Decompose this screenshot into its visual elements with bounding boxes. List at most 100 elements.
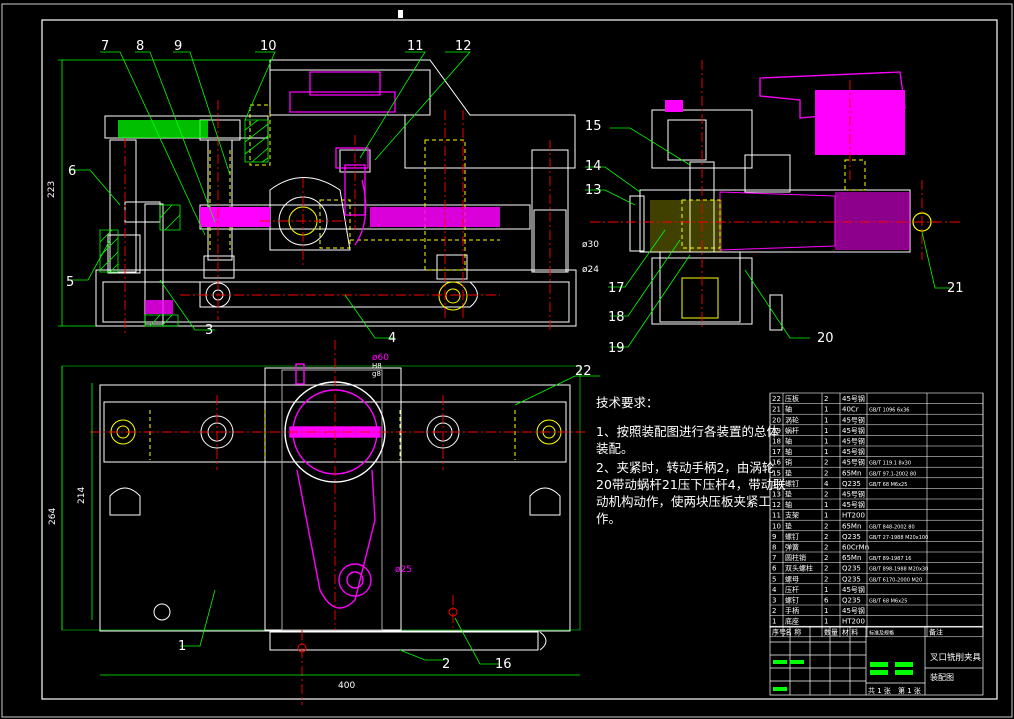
- balloon-14: 14: [585, 159, 602, 174]
- bom-cell: 压板: [785, 394, 799, 403]
- side-view-hidden: [681, 159, 866, 249]
- bom-cell: 轴: [785, 437, 792, 446]
- bom-cell: 涡轮: [785, 415, 799, 424]
- balloon-22: 22: [575, 364, 592, 379]
- bom-cell: 65Mn: [842, 554, 861, 562]
- bom-cell: 2: [824, 565, 828, 573]
- bom-cell: 手柄: [785, 606, 799, 615]
- bom-cell: 45号钢: [842, 490, 865, 499]
- bom-cell: 2: [824, 544, 828, 552]
- bom-cell: 1: [824, 607, 828, 615]
- bom-cell: 底座: [785, 617, 799, 626]
- balloon-17: 17: [608, 281, 625, 296]
- bom-cell: 4: [824, 480, 829, 488]
- dim-214: 214: [77, 487, 87, 504]
- bom-cell: 1: [824, 512, 828, 520]
- dim-phi24: ø24: [582, 265, 599, 275]
- dim-phi25: ø25: [395, 565, 412, 575]
- bom-cell: 1: [824, 427, 828, 435]
- bom-cell: HT200: [842, 618, 865, 626]
- top-view-centerlines: [90, 340, 585, 705]
- bom-header-cell: 序号: [772, 627, 786, 636]
- bom-cell: 2: [824, 522, 828, 530]
- title-block-fills: [773, 660, 913, 691]
- balloon-21: 21: [947, 281, 964, 296]
- bom-cell: 65Mn: [842, 522, 861, 530]
- balloon-2: 2: [442, 657, 450, 672]
- bom-cell: 轴: [785, 500, 792, 509]
- bom-cell: 1: [824, 416, 828, 424]
- bom-cell: Q235: [842, 480, 861, 488]
- bom-cell: 14: [772, 480, 781, 488]
- bom-cell: 21: [772, 406, 781, 414]
- bom-cell: 15: [772, 469, 781, 477]
- bom-cell: 45号钢: [842, 500, 865, 509]
- bom-cell: 10: [772, 522, 781, 530]
- bom-cell: 4: [772, 586, 777, 594]
- dim-phi60: ø60: [372, 353, 389, 363]
- bom-cell: GB/T 89-1987 16: [869, 556, 911, 562]
- bom-cell: 45号钢: [842, 394, 865, 403]
- bom-cell: 17: [772, 448, 781, 456]
- bom-cell: 5: [772, 575, 776, 583]
- bom-cell: 圆柱销: [785, 553, 806, 562]
- bom-cell: 2: [824, 395, 828, 403]
- bom-cell: 1: [824, 618, 828, 626]
- balloon-8: 8: [136, 39, 144, 54]
- bom-cell: 45号钢: [842, 458, 865, 467]
- balloon-6: 6: [68, 164, 76, 179]
- bom-cell: 19: [772, 427, 781, 435]
- bom-cell: 1: [824, 586, 828, 594]
- dimension-labels: 223 214 264 400 ø60 H8 g8 ø30 ø24 ø25: [47, 181, 599, 691]
- bom-cell: 45号钢: [842, 437, 865, 446]
- bom-cell: 支架: [785, 511, 799, 520]
- balloon-5: 5: [66, 275, 74, 290]
- bom-cell: 6: [824, 597, 829, 605]
- top-view-dimensions: [61, 366, 580, 676]
- bom-cell: 2: [772, 607, 776, 615]
- bom-cell: Q235: [842, 565, 861, 573]
- bom-cell: GB/T 119.1 8x30: [869, 461, 911, 467]
- front-view-centerlines: [124, 100, 551, 335]
- notes-heading: 技术要求：: [596, 395, 659, 410]
- drawing-subtitle: 装配图: [930, 672, 954, 682]
- bom-cell: 12: [772, 501, 781, 509]
- bom-cell: 40Cr: [842, 406, 859, 414]
- bom-cell: 螺母: [785, 574, 799, 583]
- bom-cell: 垫: [785, 468, 792, 477]
- dim-264: 264: [48, 508, 58, 525]
- drawing-frame: [41, 19, 998, 700]
- bom-cell: GB/T 848-2002 80: [869, 524, 915, 530]
- bom-cell: 2: [824, 575, 828, 583]
- bom-cell: 2: [824, 491, 828, 499]
- bom-cell: 1: [824, 406, 828, 414]
- side-view-centerlines: [590, 60, 960, 330]
- bom-cell: 1: [824, 438, 828, 446]
- part-balloons: 1 2 3 4 5 6 7 8 9 10 11 12 13 14 15 16 1…: [66, 39, 964, 672]
- side-view-highlight: [650, 71, 932, 252]
- bom-cell: 垫: [785, 490, 792, 499]
- bom-cell: 压杆: [785, 585, 799, 594]
- balloon-7: 7: [101, 39, 109, 54]
- balloon-16: 16: [495, 657, 512, 672]
- bom-cell: 1: [824, 501, 828, 509]
- bom-cell: 销: [785, 458, 792, 467]
- bom-cell: 蜗杆: [785, 426, 799, 435]
- technical-requirements: 技术要求： 1、按照装配图进行各装置的总体装配。 2、夹紧时，转动手柄2，由涡轮…: [596, 394, 788, 527]
- bom-cell: 垫: [785, 521, 792, 530]
- bom-cell: Q235: [842, 597, 861, 605]
- dim-fit-g8: g8: [372, 370, 381, 378]
- dim-fit-h8: H8: [372, 362, 382, 370]
- bom-cell: 45号钢: [842, 606, 865, 615]
- balloon-1: 1: [178, 639, 186, 654]
- bom-cell: 7: [772, 554, 776, 562]
- bom-cell: 45号钢: [842, 585, 865, 594]
- balloon-9: 9: [174, 39, 182, 54]
- bom-cell: 11: [772, 512, 781, 520]
- bom-cell: 60CrMn: [842, 544, 869, 552]
- bom-cell: 22: [772, 395, 781, 403]
- bom-cell: 45号钢: [842, 426, 865, 435]
- bom-cell: 双头螺柱: [785, 564, 813, 573]
- leader-lines: [68, 51, 950, 665]
